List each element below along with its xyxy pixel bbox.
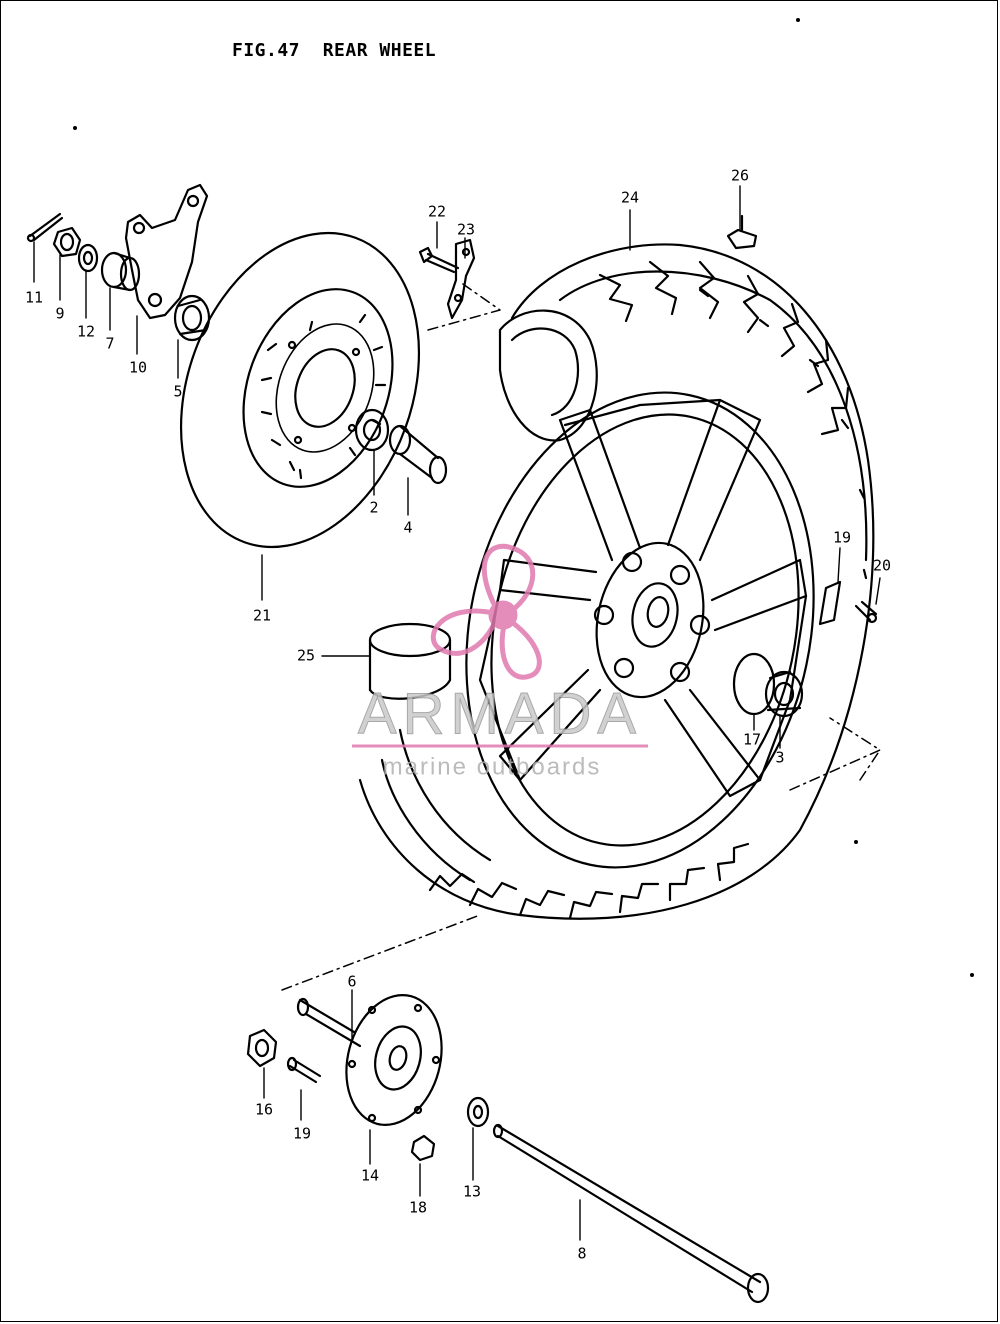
callout-12: 12 xyxy=(77,323,95,341)
figure-label: FIG.47 xyxy=(232,40,301,61)
callout-19-upper: 19 xyxy=(833,529,851,547)
scan-specks xyxy=(73,18,974,977)
callout-2: 2 xyxy=(369,499,378,517)
tire xyxy=(358,243,875,920)
clip-19 xyxy=(818,580,842,626)
washer-12 xyxy=(77,243,99,273)
callout-16: 16 xyxy=(255,1101,273,1119)
callout-13: 13 xyxy=(463,1183,481,1201)
stud-19 xyxy=(286,1056,322,1084)
figure-title: FIG.47 REAR WHEEL xyxy=(232,40,436,61)
figure-name: REAR WHEEL xyxy=(322,40,437,61)
nut-16 xyxy=(246,1028,278,1068)
callout-24: 24 xyxy=(621,189,639,207)
valve-cap xyxy=(726,214,758,250)
lock-washer-23 xyxy=(446,238,476,320)
washer-13 xyxy=(466,1096,490,1128)
screw-20 xyxy=(854,600,878,624)
callout-26: 26 xyxy=(731,167,749,185)
callout-6: 6 xyxy=(347,973,356,991)
spacer-collar xyxy=(100,251,141,292)
callout-25: 25 xyxy=(297,647,315,665)
cotter-pin-11 xyxy=(26,212,64,243)
watermark-propeller-logo xyxy=(430,543,542,680)
callout-5: 5 xyxy=(173,383,182,401)
torque-link-bracket xyxy=(124,183,209,320)
watermark: ARMADA marine outboards xyxy=(352,543,648,780)
nut-18 xyxy=(410,1134,436,1162)
callout-8: 8 xyxy=(577,1245,586,1263)
callout-20: 20 xyxy=(873,557,891,575)
part-callouts: 11 9 12 7 10 5 2 4 21 22 23 24 26 19 20 … xyxy=(25,167,891,1263)
nut-9 xyxy=(52,226,82,258)
bearing-5 xyxy=(173,294,211,342)
sprocket-drum xyxy=(345,994,443,1126)
watermark-tagline: marine outboards xyxy=(383,753,602,780)
callout-11: 11 xyxy=(25,289,43,307)
wheel-rim xyxy=(465,391,815,869)
bearing-2 xyxy=(354,408,390,452)
callout-14: 14 xyxy=(361,1167,379,1185)
bolt-22 xyxy=(418,246,460,274)
callout-10: 10 xyxy=(129,359,147,377)
spacer-4 xyxy=(388,424,448,485)
axle-sleeve-6 xyxy=(296,997,362,1048)
leader-lines xyxy=(33,185,881,1241)
callout-19-lower: 19 xyxy=(293,1125,311,1143)
callout-4: 4 xyxy=(403,519,412,537)
callout-3: 3 xyxy=(775,749,784,767)
callout-18: 18 xyxy=(409,1199,427,1217)
callout-23: 23 xyxy=(457,221,475,239)
callout-7: 7 xyxy=(105,335,114,353)
watermark-brand: ARMADA xyxy=(358,681,642,746)
rear-axle xyxy=(492,1123,770,1304)
callout-17: 17 xyxy=(743,731,761,749)
hub-cover xyxy=(368,622,452,700)
callout-9: 9 xyxy=(55,305,64,323)
callout-22: 22 xyxy=(428,203,446,221)
assembly-lines xyxy=(281,281,881,991)
callout-21: 21 xyxy=(253,607,271,625)
